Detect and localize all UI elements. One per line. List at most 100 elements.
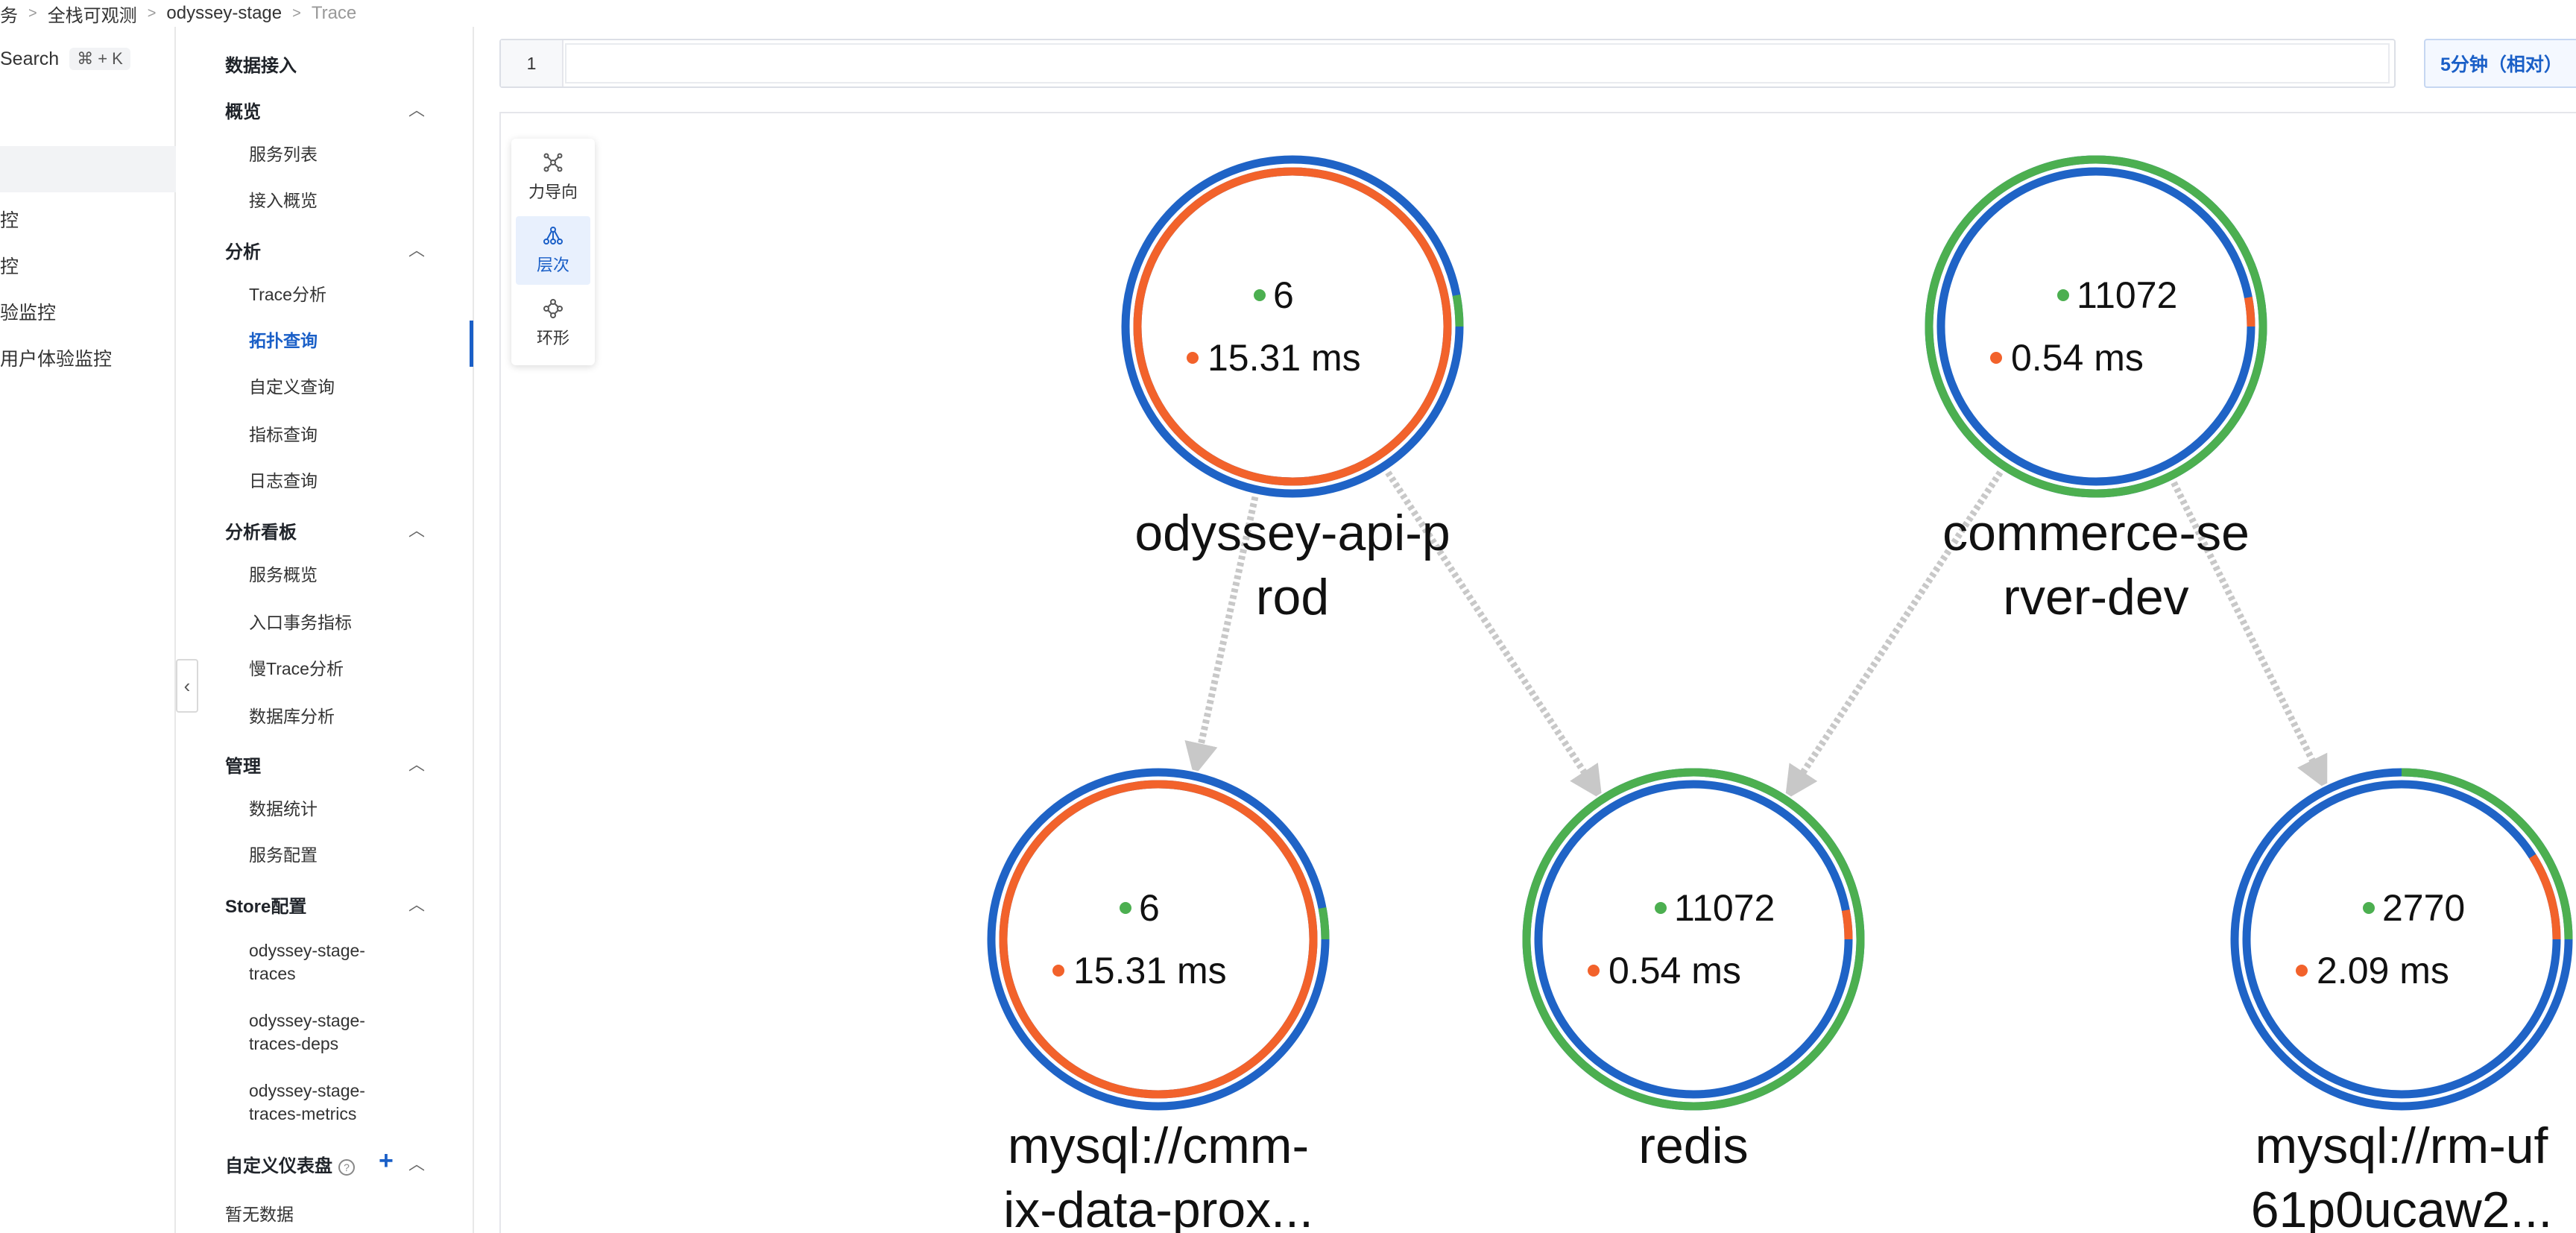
topology-edge[interactable]: [1385, 470, 1603, 800]
node-name: rver-dev: [2003, 569, 2188, 625]
sidebar-item-topology-query[interactable]: 拓扑查询: [249, 331, 318, 350]
sidebar-group-custom-dashboards[interactable]: 自定义仪表盘?: [225, 1151, 355, 1177]
breadcrumb-separator-icon: >: [28, 4, 37, 22]
node-name: ix-data-prox...: [1003, 1182, 1313, 1233]
sidebar-item-store-traces-deps[interactable]: odyssey-stage- traces-deps: [249, 1011, 365, 1053]
chevron-left-icon: ‹: [183, 674, 191, 697]
latency-dot-icon: [1052, 965, 1064, 977]
node-name: 61p0ucaw2...: [2251, 1182, 2553, 1233]
force-layout-label: 力导向: [528, 183, 578, 201]
node-name: rod: [1256, 569, 1329, 625]
sidebar-item-service-list[interactable]: 服务列表: [249, 145, 318, 164]
add-dashboard-icon[interactable]: +: [379, 1147, 394, 1175]
latency-dot-icon: [2296, 965, 2308, 977]
count-dot-icon: [1120, 902, 1131, 914]
sidebar-item[interactable]: 控: [0, 256, 19, 277]
time-range-picker[interactable]: 5分钟（相对）: [2424, 39, 2576, 88]
breadcrumb-item[interactable]: 务: [0, 5, 18, 26]
chevron-up-icon[interactable]: ︿: [408, 521, 426, 540]
node-latency: 0.54 ms: [2011, 337, 2144, 379]
node-background: [1521, 766, 1866, 1112]
chevron-up-icon[interactable]: ︿: [408, 241, 426, 259]
chevron-up-icon[interactable]: ︿: [408, 1155, 426, 1173]
sidebar-item-metric-query[interactable]: 指标查询: [249, 425, 318, 444]
sidebar-item[interactable]: 用户体验监控: [0, 349, 113, 370]
topology-edge[interactable]: [2171, 481, 2329, 790]
sidebar-item-store-traces-metrics[interactable]: odyssey-stage- traces-metrics: [249, 1081, 365, 1123]
topology-edge[interactable]: [1184, 496, 1259, 777]
main-sidebar: Search ⌘ + K 控 控 验监控 用户体验监控: [0, 27, 176, 1233]
collapse-sidebar-button[interactable]: ‹: [176, 659, 198, 713]
node-outer-ring-segment: [1452, 294, 1464, 327]
sidebar-item-db-analysis[interactable]: 数据库分析: [249, 707, 335, 726]
topology-edge[interactable]: [1784, 470, 2004, 801]
search-trigger[interactable]: Search ⌘ + K: [0, 48, 130, 70]
chevron-up-icon[interactable]: ︿: [408, 755, 426, 774]
sidebar-item[interactable]: 验监控: [0, 303, 57, 324]
node-inner-ring-segment: [1841, 909, 1853, 940]
hierarchy-layout-label: 层次: [536, 256, 569, 274]
node-inner-ring-segment: [1133, 167, 1452, 486]
sidebar-item-selected[interactable]: [0, 146, 176, 192]
chevron-up-icon[interactable]: ︿: [408, 895, 426, 914]
node-latency: 2.09 ms: [2317, 950, 2449, 991]
chevron-up-icon[interactable]: ︿: [408, 101, 426, 119]
breadcrumb-separator-icon: >: [147, 4, 157, 22]
node-name: commerce-se: [1942, 505, 2250, 561]
node-latency: 15.31 ms: [1208, 337, 1361, 379]
node-background: [1923, 154, 2269, 499]
sidebar-group-overview[interactable]: 概览: [225, 102, 261, 122]
hierarchy-layout-button[interactable]: 层次: [516, 216, 590, 285]
sidebar-item-trace-analysis[interactable]: Trace分析: [249, 285, 326, 304]
sidebar-item-slow-trace[interactable]: 慢Trace分析: [249, 659, 344, 678]
force-layout-button[interactable]: 力导向: [516, 143, 590, 212]
sidebar-group-manage[interactable]: 管理: [225, 757, 261, 777]
empty-state-text: 暂无数据: [225, 1205, 294, 1224]
node-count: 6: [1273, 274, 1294, 316]
node-name: mysql://cmm-: [1008, 1117, 1309, 1174]
node-outer-ring-segment: [1318, 906, 1330, 940]
topology-node[interactable]: 615.31 msmysql://cmm-ix-data-prox...: [985, 766, 1331, 1233]
force-layout-icon: [543, 153, 563, 172]
sidebar-item-entry-tx-metrics[interactable]: 入口事务指标: [249, 613, 352, 632]
layout-toolbar: 力导向 层次 环形: [511, 139, 595, 365]
sidebar-group-store[interactable]: Store配置: [225, 897, 307, 917]
circular-layout-button[interactable]: 环形: [516, 289, 590, 358]
sidebar-group-analysis[interactable]: 分析: [225, 242, 261, 262]
sidebar-item-ingest-overview[interactable]: 接入概览: [249, 191, 318, 210]
node-background: [2229, 766, 2575, 1112]
latency-dot-icon: [1588, 965, 1600, 977]
breadcrumb-item[interactable]: odyssey-stage: [166, 3, 282, 23]
sidebar-item-custom-query[interactable]: 自定义查询: [249, 377, 335, 397]
node-latency: 15.31 ms: [1073, 950, 1227, 991]
sidebar-item-service-config[interactable]: 服务配置: [249, 845, 318, 865]
sidebar-item-service-overview[interactable]: 服务概览: [249, 565, 318, 584]
sidebar-item[interactable]: 控: [0, 210, 19, 231]
breadcrumb-item[interactable]: 全栈可观测: [47, 5, 137, 26]
active-indicator: [470, 321, 473, 367]
node-name: mysql://rm-uf: [2255, 1117, 2548, 1174]
shortcut-plus: +: [98, 49, 108, 68]
latency-dot-icon: [1187, 352, 1199, 364]
query-editor: 1: [499, 39, 2396, 88]
sidebar-group-label: 自定义仪表盘: [225, 1156, 332, 1176]
node-background: [1120, 154, 1465, 499]
sidebar-item-data-stats[interactable]: 数据统计: [249, 799, 318, 819]
sidebar-group-dashboards[interactable]: 分析看板: [225, 523, 297, 543]
query-input[interactable]: [565, 43, 2390, 83]
search-shortcut: ⌘ + K: [69, 48, 130, 70]
sidebar-item-log-query[interactable]: 日志查询: [249, 471, 318, 491]
help-icon[interactable]: ?: [338, 1158, 355, 1176]
sidebar-item-data-ingest[interactable]: 数据接入: [225, 56, 297, 76]
sidebar-item-store-traces[interactable]: odyssey-stage- traces: [249, 941, 365, 983]
circular-layout-icon: [543, 299, 563, 318]
node-inner-ring-segment: [2528, 854, 2561, 940]
line-number: 1: [501, 40, 564, 86]
